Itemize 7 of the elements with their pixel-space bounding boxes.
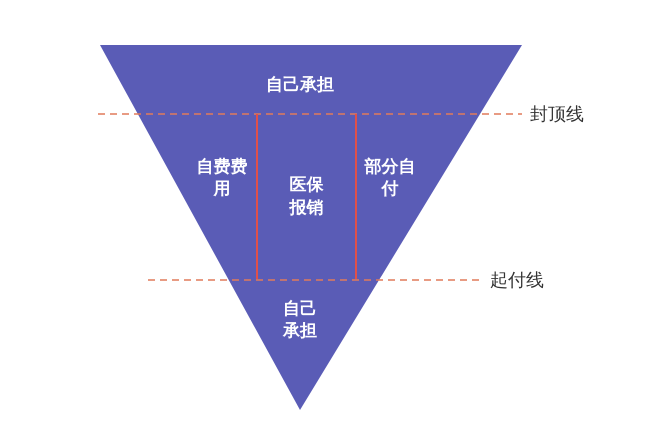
reimbursement-band: 医保报销 (256, 114, 357, 279)
threshold-label: 封顶线 (530, 103, 584, 126)
region-label: 自己承担 (276, 292, 324, 348)
region-label: 部分自付 (364, 150, 416, 206)
threshold-label: 起付线 (490, 269, 544, 292)
region-label: 自己承担 (240, 70, 360, 100)
region-label: 自费费用 (196, 150, 248, 206)
